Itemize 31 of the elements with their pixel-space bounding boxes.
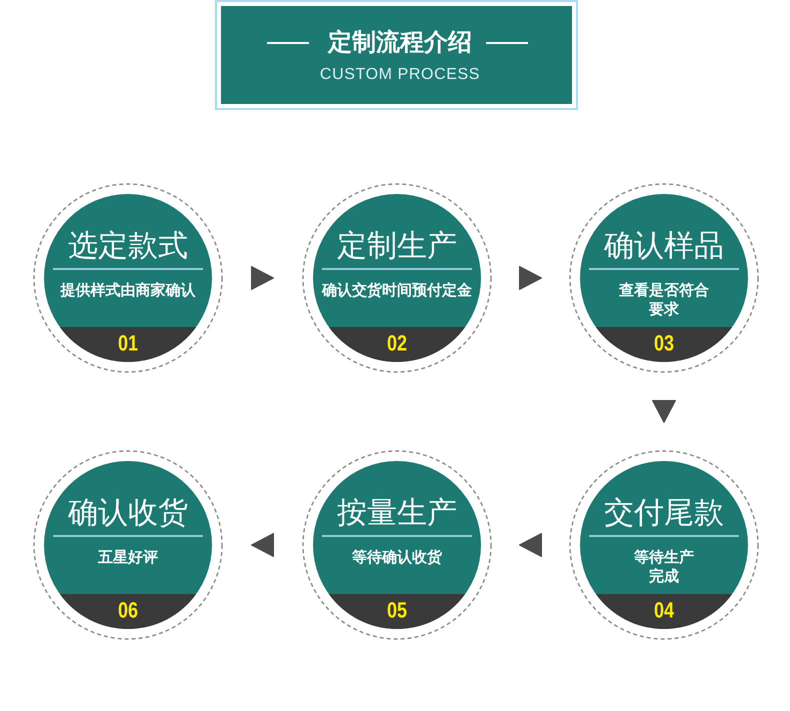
step-number: 01	[118, 331, 138, 355]
arrow	[652, 400, 676, 423]
title: 定制流程介绍	[328, 30, 472, 56]
step-number: 05	[386, 598, 408, 622]
step-title: 选定款式	[68, 230, 188, 262]
arrow	[519, 533, 542, 557]
step-description: 确认交货时间预付定金	[320, 281, 473, 300]
step-number: 03	[654, 331, 674, 355]
step-number: 04	[654, 598, 674, 622]
step-title: 按量生产	[337, 496, 457, 530]
step-number: 06	[118, 598, 138, 622]
step-title: 交付尾款	[604, 496, 724, 530]
step-circle	[302, 183, 492, 373]
step-circle	[569, 450, 759, 640]
step-title: 定制生产	[337, 230, 457, 262]
arrow	[519, 266, 542, 290]
step-title: 确认收货	[68, 496, 188, 530]
subtitle: CUSTOM PROCESS	[320, 66, 480, 84]
step-circle	[33, 450, 223, 640]
arrow	[251, 533, 274, 557]
step-title: 确认样品	[604, 230, 724, 262]
step-description: 查看是否符合要求	[618, 281, 710, 319]
step-description: 提供样式由商家确认	[59, 281, 196, 300]
step-number: 02	[386, 331, 408, 355]
step-circle	[33, 183, 223, 373]
step-description: 等待确认收货	[351, 548, 443, 567]
arrow	[251, 266, 274, 290]
step-circle	[569, 183, 759, 373]
step-description: 五星好评	[97, 548, 159, 567]
step-description: 等待生产完成	[633, 548, 695, 586]
step-circle	[302, 450, 492, 640]
